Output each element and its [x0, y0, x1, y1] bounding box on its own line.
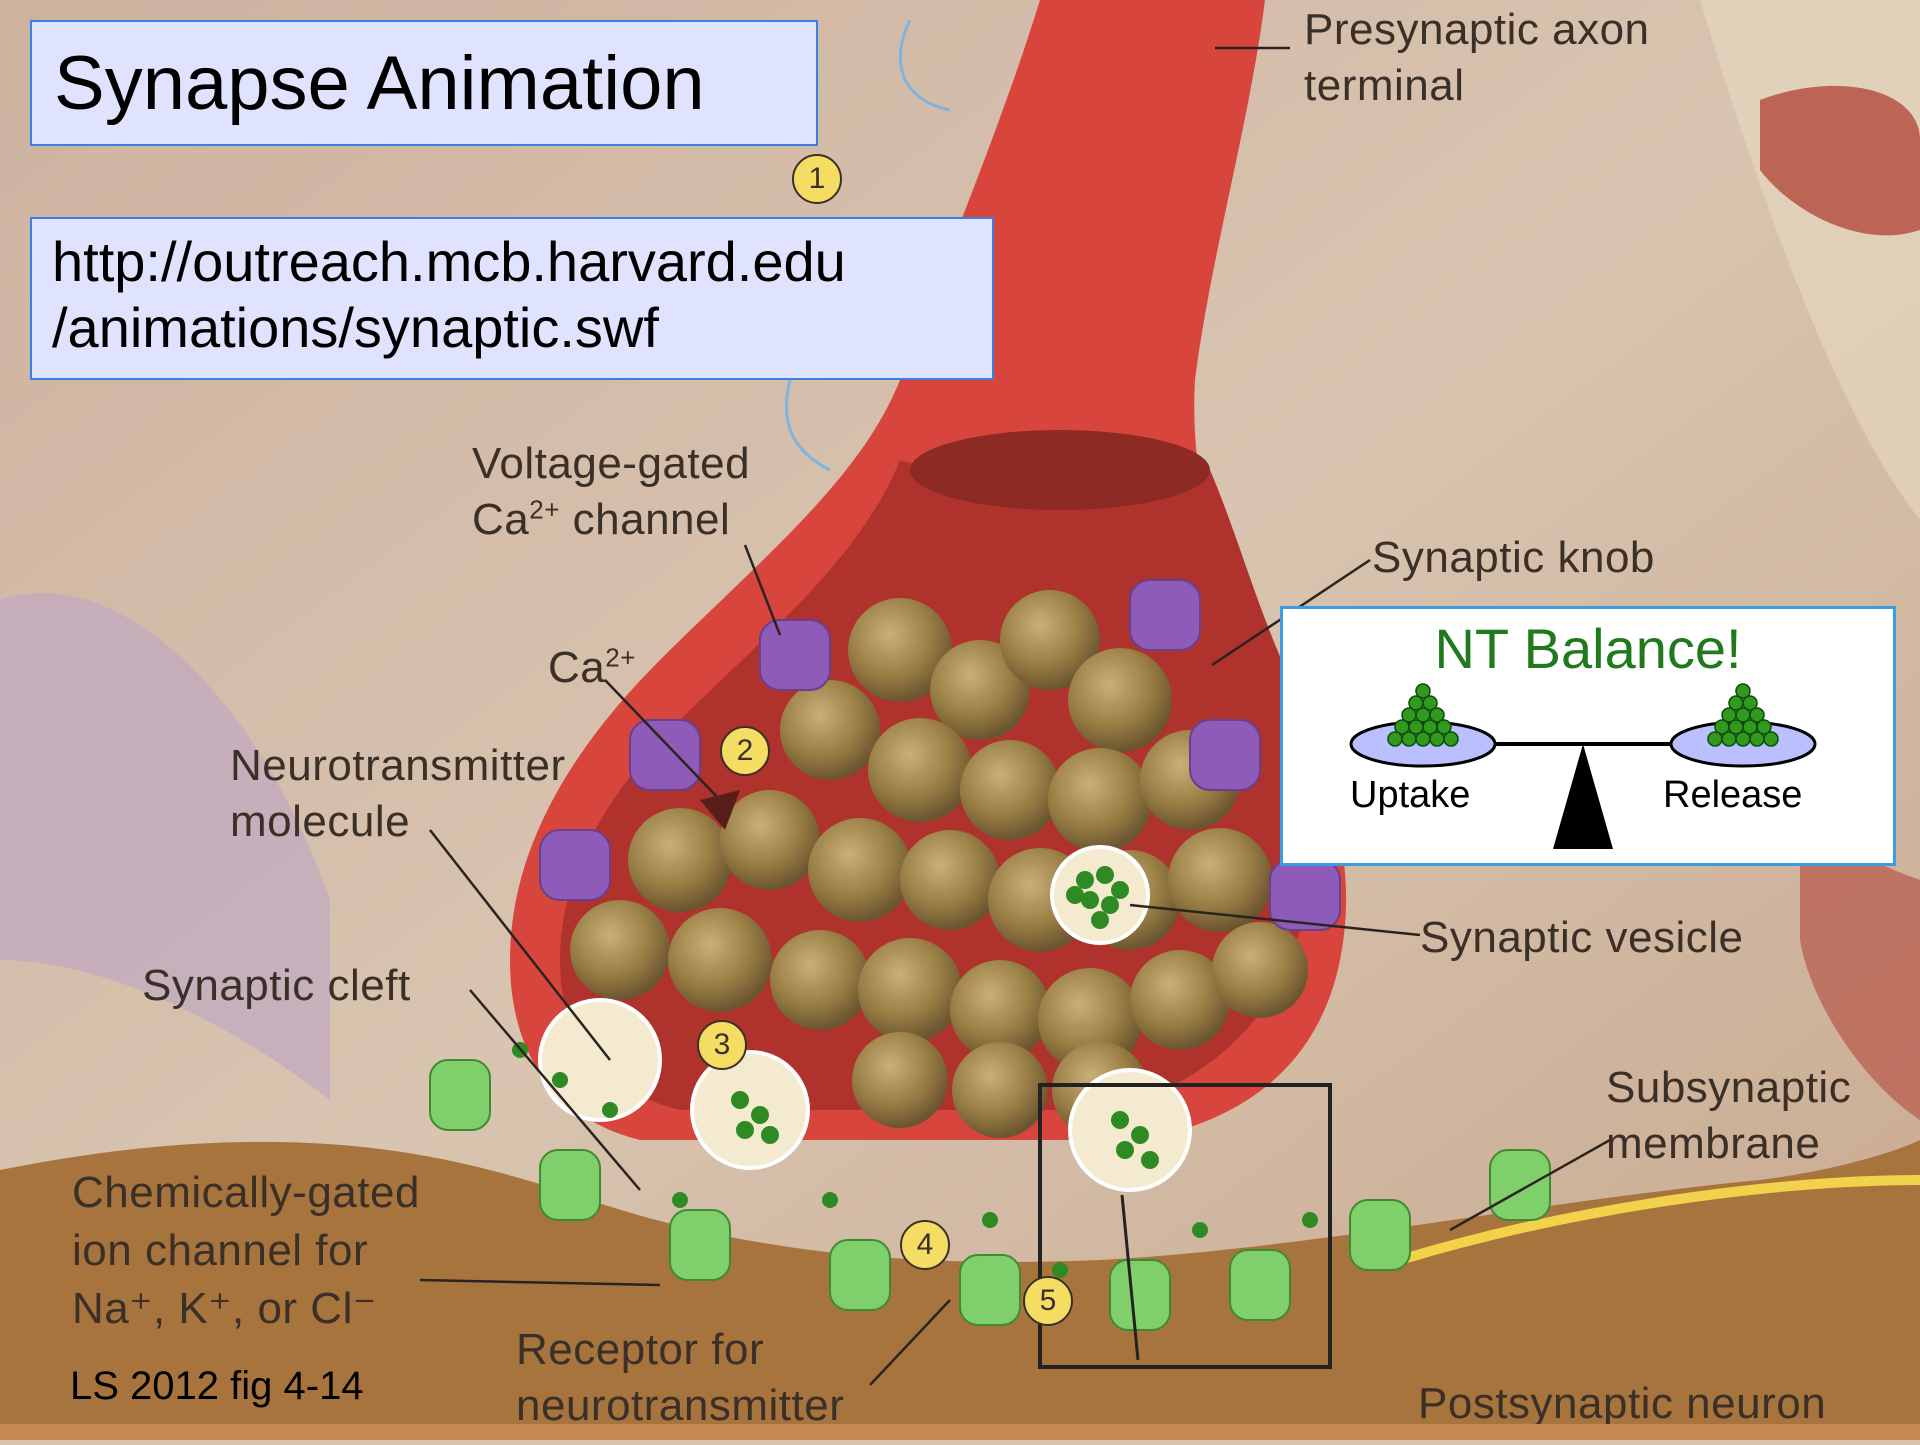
slide-bottom-bar: [0, 1424, 1920, 1440]
step-2-marker: 2: [720, 726, 770, 776]
figure-credit: LS 2012 fig 4-14: [70, 1362, 364, 1410]
url-line-2[interactable]: /animations/synaptic.swf: [52, 295, 659, 361]
url-box[interactable]: http://outreach.mcb.harvard.edu /animati…: [30, 217, 994, 380]
slide-title: Synapse Animation: [54, 44, 705, 124]
title-box: Synapse Animation: [30, 20, 818, 146]
balance-fulcrum: [1553, 744, 1613, 849]
step-1-marker: 1: [792, 154, 842, 204]
step-5-marker: 5: [1023, 1276, 1073, 1326]
release-molecules: [1708, 684, 1778, 746]
step-3-marker: 3: [697, 1020, 747, 1070]
label-calcium: Ca2+: [548, 640, 636, 696]
step-4-marker: 4: [900, 1220, 950, 1270]
release-label: Release: [1663, 773, 1802, 817]
uptake-label: Uptake: [1350, 773, 1470, 817]
uptake-molecules: [1388, 684, 1458, 746]
balance-scale-icon: [1283, 609, 1887, 857]
axon-cross-section: [910, 430, 1210, 510]
label-synaptic-knob: Synaptic knob: [1372, 530, 1655, 586]
label-synaptic-vesicle: Synaptic vesicle: [1420, 910, 1743, 966]
url-line-1[interactable]: http://outreach.mcb.harvard.edu: [52, 229, 846, 295]
label-synaptic-cleft: Synaptic cleft: [142, 958, 411, 1014]
nt-balance-panel: NT Balance! Uptake Release: [1280, 606, 1896, 866]
